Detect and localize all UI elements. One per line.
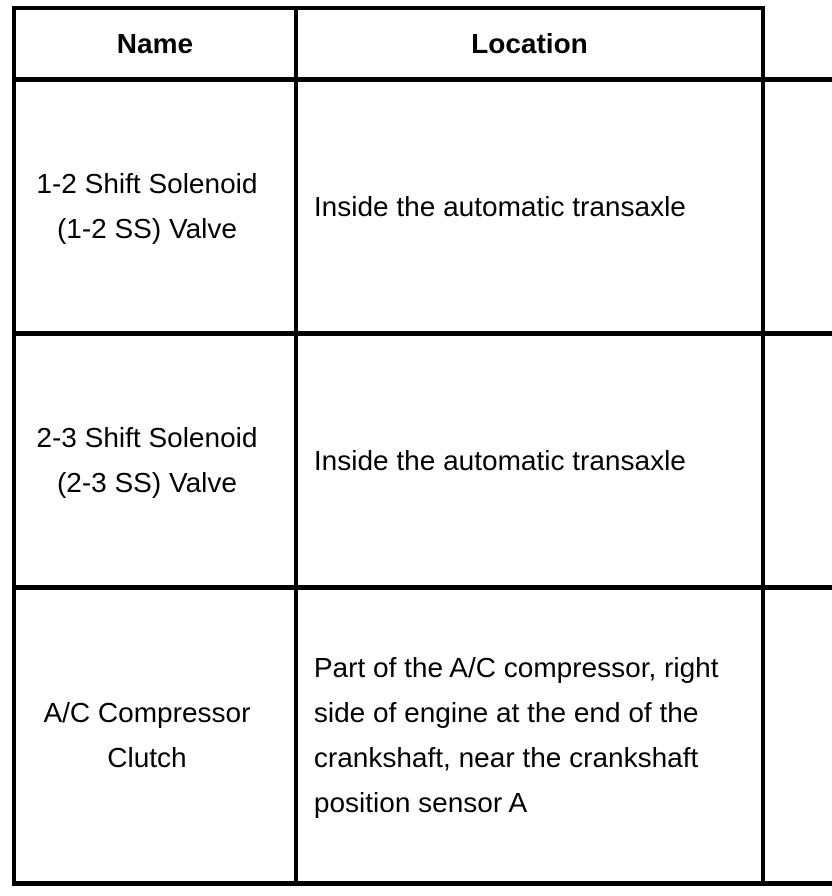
table-row: 1-2 Shift Solenoid (1-2 SS) Valve Inside… [12, 79, 832, 336]
header-row: Name Location [12, 6, 832, 82]
component-name: A/C Compressor Clutch [12, 587, 298, 886]
cropped-column-header [763, 6, 832, 82]
cropped-column-cell [763, 79, 832, 336]
table-row: A/C Compressor Clutch Part of the A/C co… [12, 587, 832, 886]
component-name: 1-2 Shift Solenoid (1-2 SS) Valve [12, 79, 298, 336]
component-location: Part of the A/C compressor, right side o… [295, 587, 766, 886]
component-location-table: Name Location 1-2 Shift Solenoid (1-2 SS… [12, 6, 832, 886]
table-row: 2-3 Shift Solenoid (2-3 SS) Valve Inside… [12, 333, 832, 590]
col-header-location: Location [295, 6, 766, 82]
col-header-name: Name [12, 6, 298, 82]
component-location: Inside the automatic transaxle [295, 333, 766, 590]
component-name: 2-3 Shift Solenoid (2-3 SS) Valve [12, 333, 298, 590]
cropped-column-cell [763, 333, 832, 590]
cropped-column-cell [763, 587, 832, 886]
component-location: Inside the automatic transaxle [295, 79, 766, 336]
